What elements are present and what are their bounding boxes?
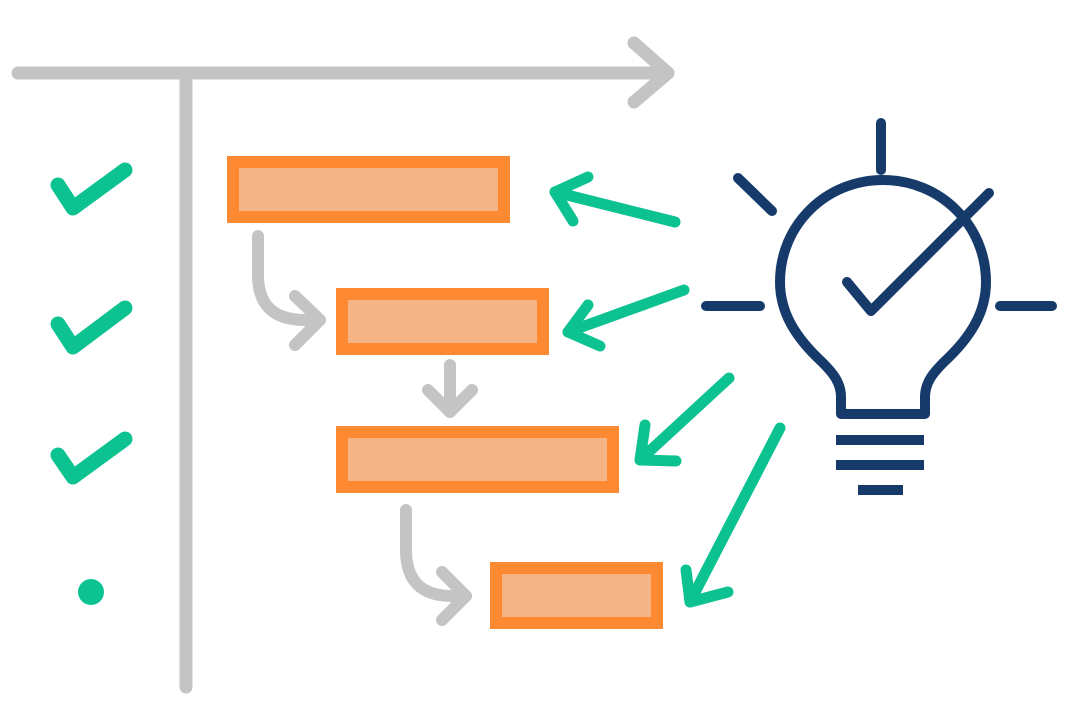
lightbulb-check-icon (701, 118, 1057, 495)
idea-pointer-arrows (549, 171, 786, 608)
dependency-arrow (400, 504, 472, 602)
pointer-arrow (634, 372, 735, 466)
task-bar (227, 156, 510, 223)
dependency-arrows (252, 230, 478, 626)
arrowhead-icon (436, 566, 472, 626)
task-bars (227, 156, 663, 629)
pending-dot-icon (78, 579, 104, 605)
arrowhead-icon (422, 384, 478, 418)
status-column (50, 162, 133, 605)
checkmark-icon (50, 162, 133, 216)
task-bar (490, 562, 663, 629)
pointer-arrow (562, 284, 690, 338)
arrowhead-icon (634, 419, 682, 467)
task-bar (336, 426, 619, 493)
bulb-outline (775, 175, 991, 419)
task-bar (336, 288, 549, 355)
axis-arrowhead-icon (627, 36, 675, 109)
timeline-axes (11, 36, 675, 694)
checkmark-icon (50, 300, 133, 355)
arrowhead-icon (549, 171, 594, 227)
light-ray (733, 173, 777, 216)
bulb-checkmark-icon (842, 188, 994, 316)
pointer-arrow (684, 422, 786, 608)
dependency-arrow (252, 230, 326, 326)
arrowhead-icon (289, 290, 326, 351)
arrowhead-icon (680, 564, 734, 608)
checkmark-icon (50, 431, 133, 485)
pointer-arrow (549, 186, 681, 228)
arrowhead-icon (562, 299, 606, 352)
